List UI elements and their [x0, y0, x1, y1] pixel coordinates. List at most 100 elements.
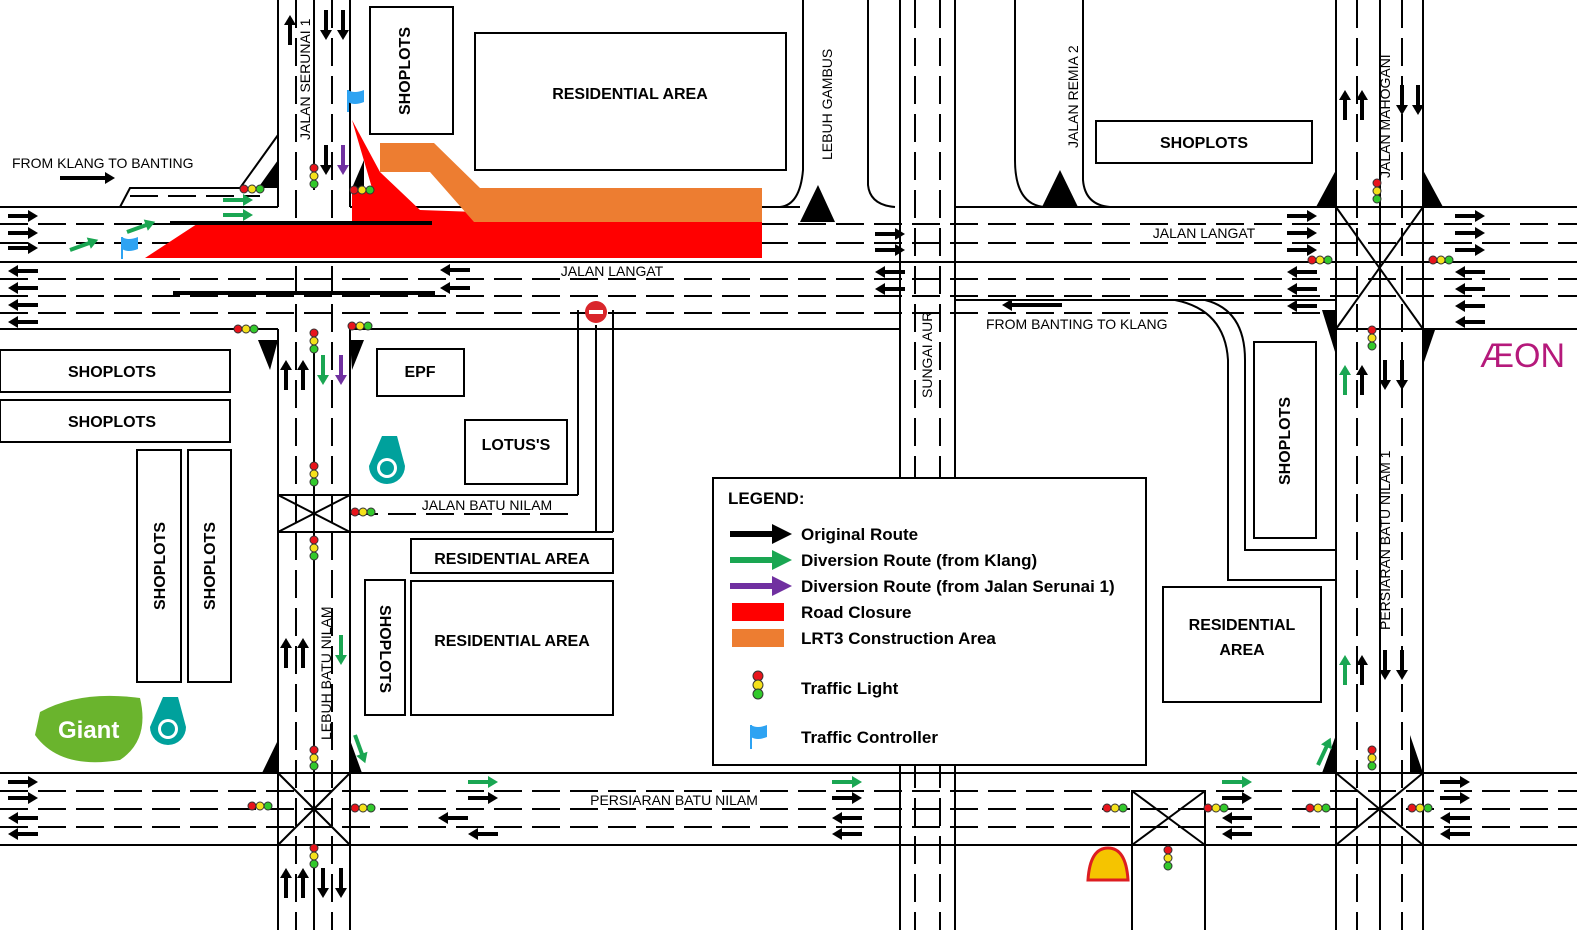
route-arrow: [317, 868, 329, 898]
from-klang-to-banting-label: FROM KLANG TO BANTING: [12, 155, 194, 171]
route-arrow: [1356, 655, 1368, 685]
route-arrow: [335, 868, 347, 898]
buildings: SHOPLOTS RESIDENTIAL AREA SHOPLOTS SHOPL…: [0, 6, 1322, 716]
route-arrow: [1440, 776, 1470, 788]
legend-flag-icon: [750, 725, 767, 749]
route-arrow: [8, 282, 38, 294]
route-arrow: [8, 265, 38, 277]
traffic-light-icon: [233, 324, 259, 334]
shoplots-left-2-label: SHOPLOTS: [68, 414, 156, 431]
route-arrow: [1339, 365, 1351, 395]
route-arrow: [1455, 266, 1485, 278]
traffic-light-icon: [309, 163, 319, 189]
legend-item: Diversion Route (from Jalan Serunai 1): [730, 576, 1115, 596]
route-arrow: [1455, 210, 1485, 222]
route-arrow: [440, 282, 470, 294]
route-arrow: [335, 635, 347, 665]
route-arrow: [1287, 283, 1317, 295]
traffic-light-icon: [247, 801, 273, 811]
petronas-logo: [150, 697, 186, 745]
route-arrow: [69, 237, 99, 252]
aeon-logo: ÆON: [1480, 337, 1565, 375]
route-arrow: [337, 10, 349, 40]
jalan-mahogani-label: JALAN MAHOGANI: [1377, 54, 1393, 178]
traffic-light-icon: [1367, 745, 1377, 771]
route-arrow: [337, 145, 349, 175]
shell-logo: [1086, 846, 1130, 882]
route-arrow: [468, 792, 498, 804]
route-arrow: [1222, 792, 1252, 804]
route-arrow: [875, 244, 905, 256]
route-arrow: [280, 360, 292, 390]
route-arrow: [1287, 210, 1317, 222]
route-arrow: [297, 638, 309, 668]
persiaran-batu-nilam-label: PERSIARAN BATU NILAM: [590, 792, 758, 808]
lebuh-gambus-label: LEBUH GAMBUS: [819, 49, 835, 160]
traffic-light-icon: [1102, 803, 1128, 813]
route-arrow: [832, 776, 862, 788]
route-arrow: [1455, 316, 1485, 328]
shoplots-right-vert-label: SHOPLOTS: [1277, 397, 1294, 485]
traffic-light-icon: [1203, 803, 1229, 813]
route-arrow: [468, 776, 498, 788]
legend-label: Traffic Light: [801, 679, 899, 698]
residential-lower-label: RESIDENTIAL AREA: [434, 633, 590, 650]
legend-arrow-icon: [730, 576, 792, 596]
route-arrow: [8, 299, 38, 311]
legend-traffic-light-icon: [752, 670, 764, 700]
svg-text:Giant: Giant: [58, 717, 119, 744]
route-arrow: [8, 242, 38, 254]
sungai-aur-label: SUNGAI AUR: [919, 312, 935, 398]
legend-item: Traffic Light: [752, 670, 899, 700]
route-arrow: [297, 360, 309, 390]
shoplots-vert-1-label: SHOPLOTS: [152, 522, 169, 610]
route-arrow: [1316, 737, 1332, 766]
route-arrow: [1455, 300, 1485, 312]
legend-label: LRT3 Construction Area: [801, 629, 996, 648]
route-arrow: [1356, 90, 1368, 120]
route-arrow: [1379, 650, 1391, 680]
route-arrow: [8, 210, 38, 222]
route-arrow: [832, 812, 862, 824]
route-arrow: [1396, 650, 1408, 680]
traffic-light-icon: [1307, 255, 1333, 265]
lebuh-batu-nilam-label: LEBUH BATU NILAM: [318, 606, 334, 740]
route-arrow: [280, 638, 292, 668]
petronas-logo: [369, 436, 405, 484]
route-arrow: [223, 194, 253, 206]
legend-label: Original Route: [801, 525, 918, 544]
route-arrow: [8, 227, 38, 239]
route-arrow: [1339, 655, 1351, 685]
route-arrow: [320, 10, 332, 40]
route-arrow: [1356, 365, 1368, 395]
route-arrow: [8, 828, 38, 840]
legend-label: Traffic Controller: [801, 728, 938, 747]
route-arrow: [440, 264, 470, 276]
lotus-label: LOTUS'S: [482, 437, 551, 454]
route-arrow: [1287, 300, 1317, 312]
route-arrow: [1396, 360, 1408, 390]
route-arrow: [280, 868, 292, 898]
traffic-light-icon: [309, 843, 319, 869]
route-arrow: [1455, 244, 1485, 256]
route-arrow: [875, 283, 905, 295]
legend-item: Traffic Controller: [750, 725, 938, 749]
traffic-light-icon: [309, 535, 319, 561]
route-arrow: [1002, 299, 1062, 311]
route-arrow: [1287, 266, 1317, 278]
traffic-light-icon: [347, 321, 373, 331]
route-arrow: [353, 734, 368, 764]
legend-swatch-icon: [732, 629, 784, 647]
route-arrow: [468, 828, 498, 840]
svg-text:ÆON: ÆON: [1480, 337, 1565, 375]
shoplots-left-1-label: SHOPLOTS: [68, 364, 156, 381]
route-arrow: [317, 355, 329, 385]
residential-top-label: RESIDENTIAL AREA: [552, 86, 708, 103]
route-arrow: [223, 209, 253, 221]
route-arrow: [1222, 812, 1252, 824]
shoplots-mid-vert-label: SHOPLOTS: [376, 605, 393, 693]
route-arrow: [126, 219, 156, 234]
